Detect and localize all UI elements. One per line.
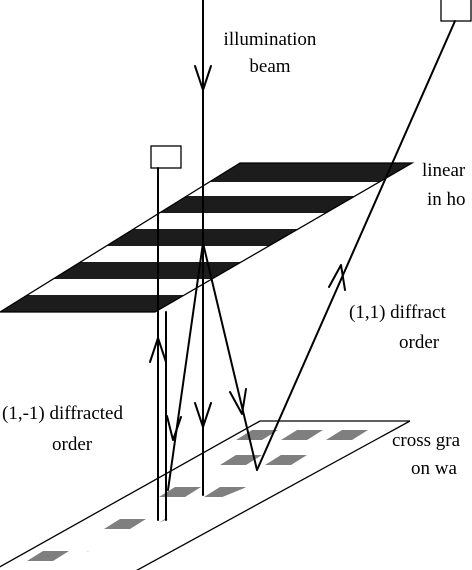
- cross-grating-bar: [265, 455, 307, 465]
- linear-grating: [0, 162, 415, 313]
- plus-order-label: (1,1) diffract: [349, 302, 446, 323]
- detector-box: [440, 0, 472, 22]
- cross-grating-bar: [104, 519, 146, 529]
- illumination-label: beam: [249, 56, 290, 77]
- arrowhead: [229, 388, 247, 415]
- cross-grating-bar: [281, 430, 323, 440]
- cross-grating-edge: [0, 420, 261, 568]
- cross-grating-bar: [355, 455, 397, 465]
- arrowhead: [328, 264, 346, 291]
- cross-grating-bar: [326, 430, 368, 440]
- linear-grating-label: in ho: [427, 189, 466, 210]
- minus-order-label: (1,-1) diffracted: [2, 403, 123, 424]
- cross-grating-bar: [294, 487, 336, 497]
- plus-order-beam: [256, 20, 456, 471]
- cross-grating-bar: [27, 551, 69, 561]
- cross-grating-bar: [117, 551, 159, 561]
- arrowhead: [166, 415, 182, 441]
- minus-order-label: order: [52, 434, 93, 455]
- cross-grating-bar: [149, 519, 191, 529]
- arrowhead: [194, 65, 212, 91]
- grating-bar: [0, 229, 412, 246]
- linear-grating-outline: [0, 162, 415, 313]
- diffracted-beam: [167, 242, 204, 491]
- cross-grating-bar: [204, 487, 246, 497]
- arrowhead: [194, 402, 212, 428]
- grating-bar: [0, 163, 412, 182]
- cross-grating-bar: [236, 430, 278, 440]
- plus-order-label: order: [399, 332, 440, 353]
- cross-grating-bar: [72, 551, 114, 561]
- illumination-label: illumination: [224, 29, 317, 50]
- cross-grating-label: cross gra: [392, 430, 461, 451]
- cross-grating-edge: [136, 420, 411, 570]
- cross-grating-label: on wa: [411, 458, 457, 479]
- linear-grating-label: linear: [422, 160, 466, 181]
- arrowhead: [149, 337, 167, 363]
- detector-box: [150, 145, 182, 169]
- cross-grating-bar: [159, 487, 201, 497]
- cross-grating-bar: [249, 487, 291, 497]
- cross-grating-bar: [220, 455, 262, 465]
- diffracted-beam: [202, 242, 258, 471]
